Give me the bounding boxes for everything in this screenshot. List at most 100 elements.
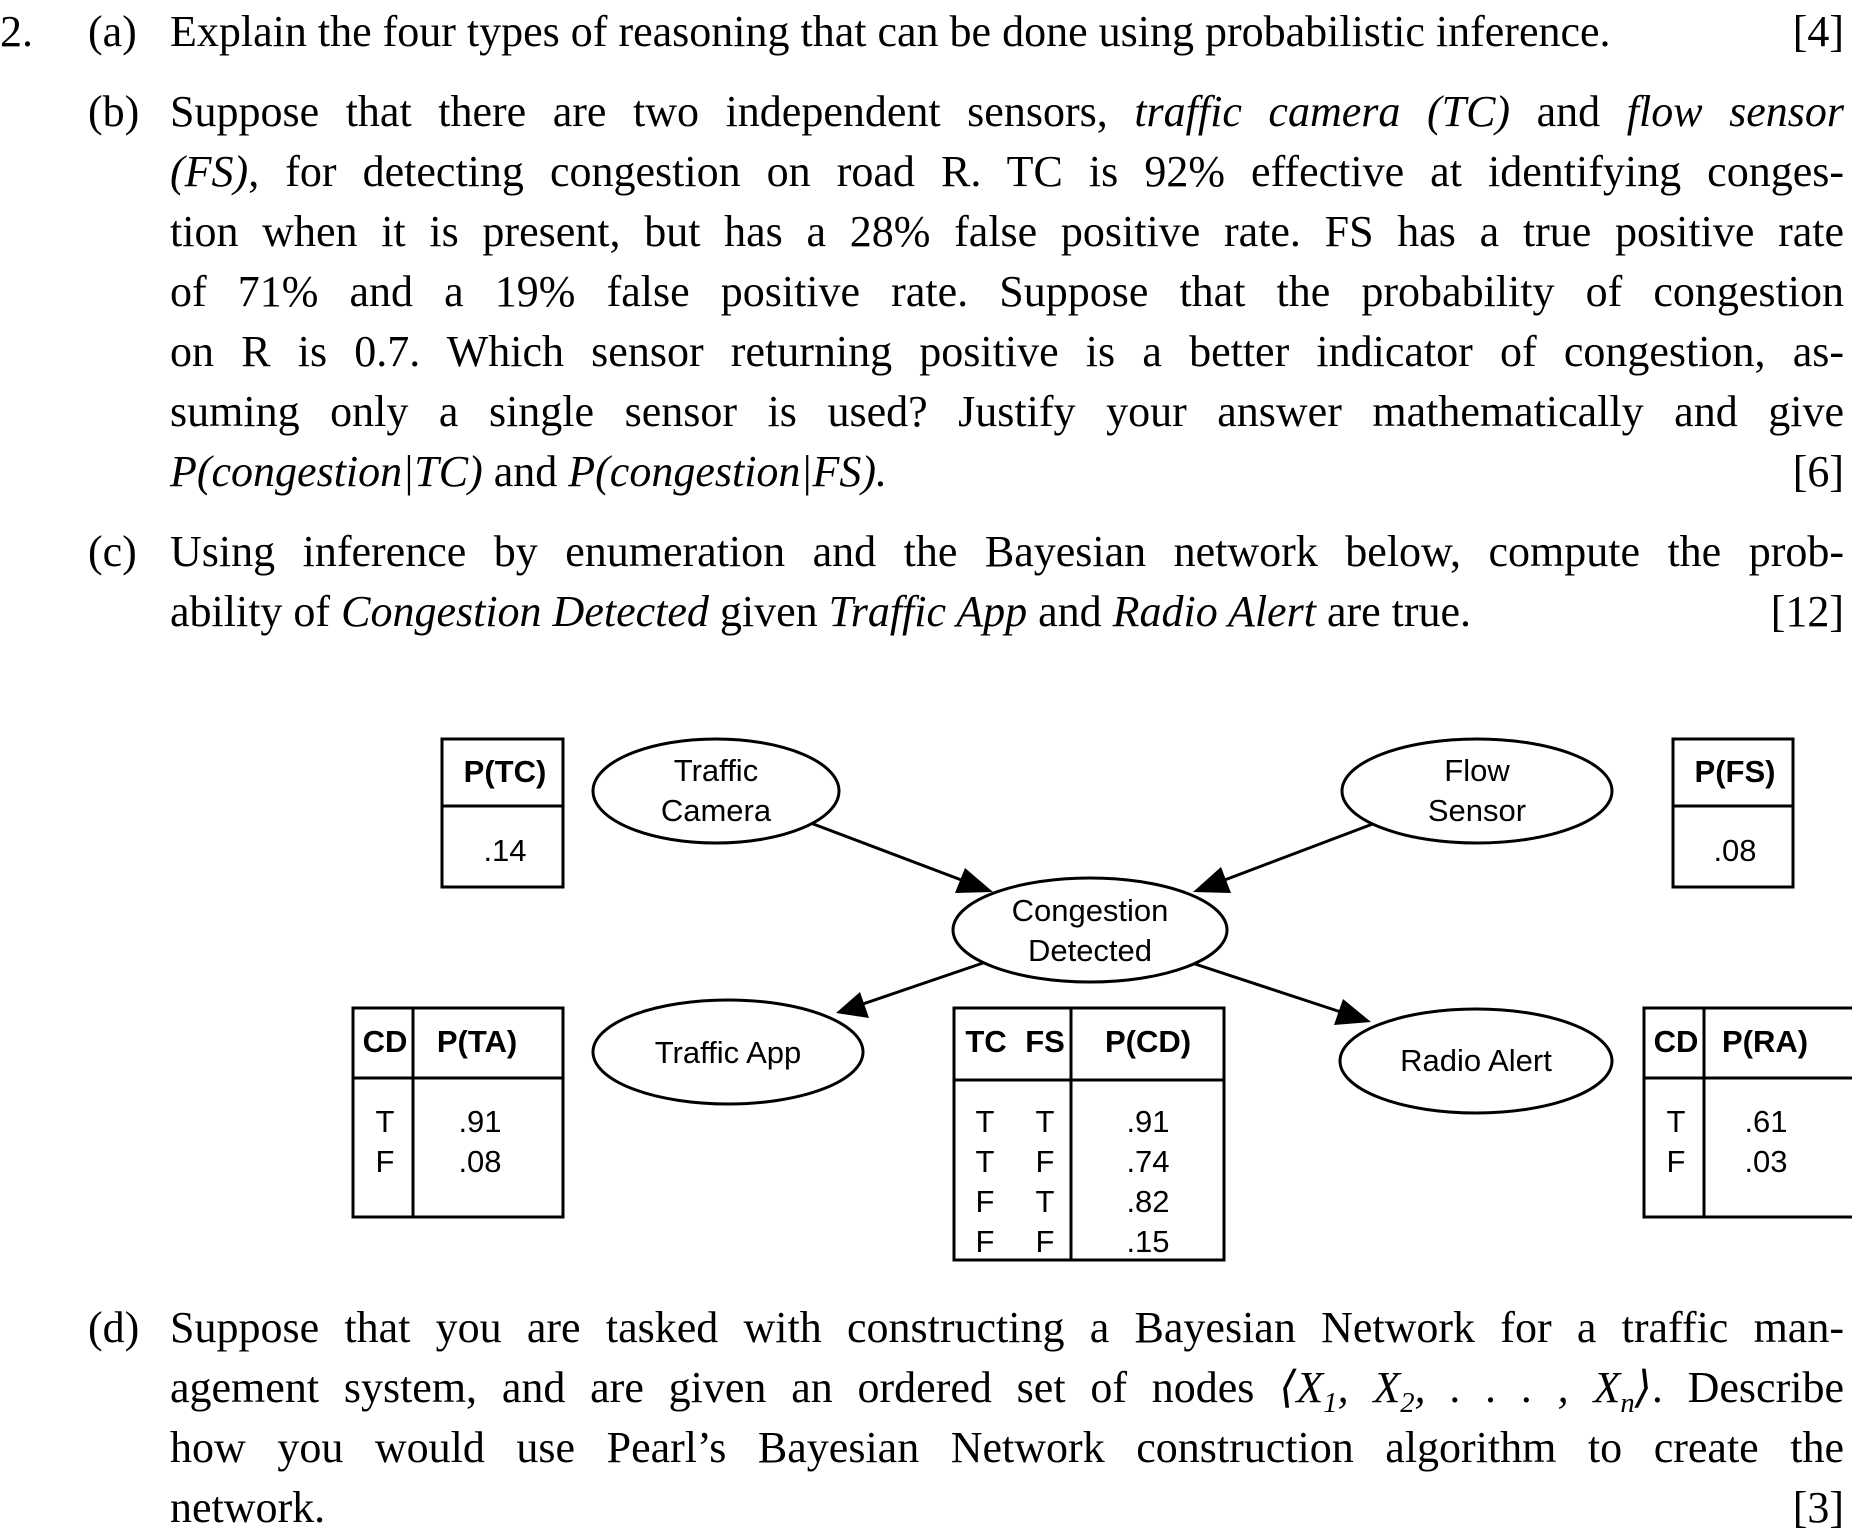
part-a-text: Explain the four types of reasoning that… bbox=[170, 7, 1611, 56]
node-radio-alert bbox=[1338, 1007, 1614, 1115]
table-p-fs-value: .08 bbox=[1713, 833, 1756, 868]
table-p-cd-row-2-fs: F bbox=[1036, 1144, 1055, 1179]
node-flow-sensor bbox=[1340, 737, 1614, 845]
part-c-and: and bbox=[1038, 587, 1102, 636]
part-b-line-1-pre: Suppose that there are two independent s… bbox=[170, 87, 1108, 136]
table-p-ra-header-p: P(RA) bbox=[1722, 1024, 1808, 1059]
table-p-ra-row-2-cd: F bbox=[1667, 1144, 1686, 1179]
part-d-line-2: agement system, and are given an ordered… bbox=[170, 1358, 1844, 1418]
node-congestion-detected-line-1: Congestion bbox=[1012, 893, 1169, 928]
table-p-cd-header-fs: FS bbox=[1025, 1024, 1065, 1059]
table-p-ra: CD P(RA) T .61 F .03 bbox=[1642, 1006, 1852, 1219]
table-p-ra-row-1-cd: T bbox=[1667, 1104, 1686, 1139]
part-a-label: (a) bbox=[88, 7, 137, 56]
node-traffic-camera bbox=[591, 737, 841, 845]
table-p-cd-row-3-tc: F bbox=[976, 1184, 995, 1219]
node-flow-sensor-line-1: Flow bbox=[1444, 753, 1510, 788]
part-b-tc-term: traffic camera (TC) bbox=[1134, 87, 1511, 136]
part-b-line-6: suming only a single sensor is used? Jus… bbox=[170, 387, 1844, 436]
part-b-line-7: P(congestion|TC) and P(congestion|FS). bbox=[170, 442, 1844, 502]
table-p-ta-header-cd: CD bbox=[363, 1024, 408, 1059]
part-d-marks: [3] bbox=[1792, 1483, 1844, 1532]
part-d-line-2-pre: agement system, and are given an ordered… bbox=[170, 1363, 1280, 1412]
node-radio-alert-label: Radio Alert bbox=[1400, 1043, 1552, 1078]
edge-cd-ra bbox=[1191, 961, 1351, 1017]
table-p-cd-row-1-tc: T bbox=[976, 1104, 995, 1139]
table-p-cd-row-1-fs: T bbox=[1036, 1104, 1055, 1139]
part-b-line-5: on R is 0.7. Which sensor returning posi… bbox=[170, 327, 1844, 376]
table-p-ta-row-2-cd: F bbox=[376, 1144, 395, 1179]
table-p-cd-row-3-fs: T bbox=[1036, 1184, 1055, 1219]
part-c-line-2: ability of Congestion Detected given Tra… bbox=[170, 582, 1844, 642]
table-p-ta: CD P(TA) T .91 F .08 bbox=[351, 1006, 565, 1219]
question-number: 2. bbox=[0, 7, 33, 56]
node-traffic-camera-line-1: Traffic bbox=[674, 753, 758, 788]
arrowhead-cd-ta bbox=[836, 992, 869, 1018]
table-p-tc-header: P(TC) bbox=[464, 754, 547, 789]
table-p-cd-header-p: P(CD) bbox=[1105, 1024, 1191, 1059]
table-p-cd-row-3-p: .82 bbox=[1126, 1184, 1169, 1219]
part-c-line-1: Using inference by enumeration and the B… bbox=[170, 527, 1844, 576]
part-d-line-2-post: . Describe bbox=[1651, 1363, 1844, 1412]
arrowhead-fs-cd bbox=[1193, 867, 1231, 893]
arrowhead-cd-ra bbox=[1334, 999, 1371, 1025]
arrowhead-tc-cd bbox=[955, 868, 993, 893]
table-p-ta-row-1-p: .91 bbox=[458, 1104, 501, 1139]
table-p-cd-row-2-p: .74 bbox=[1126, 1144, 1169, 1179]
table-p-ta-row-2-p: .08 bbox=[458, 1144, 501, 1179]
part-b-line-3: tion when it is present, but has a 28% f… bbox=[170, 207, 1844, 256]
part-b-marks: [6] bbox=[1792, 447, 1844, 496]
part-c-given: given bbox=[719, 587, 818, 636]
part-b-line-4: of 71% and a 19% false positive rate. Su… bbox=[170, 267, 1844, 316]
part-c-ta-term: Traffic App bbox=[828, 587, 1028, 636]
part-b-line-2-rest: , for detecting congestion on road R. TC… bbox=[248, 147, 1844, 196]
table-p-ra-row-2-p: .03 bbox=[1744, 1144, 1787, 1179]
table-p-fs: P(FS) .08 bbox=[1671, 737, 1795, 889]
bayesian-network-diagram: Traffic Camera Flow Sensor Congestion De… bbox=[351, 737, 1852, 1262]
part-c-post: are true. bbox=[1326, 587, 1472, 636]
table-p-fs-header: P(FS) bbox=[1695, 754, 1776, 789]
node-traffic-app bbox=[591, 998, 865, 1106]
part-d-label: (d) bbox=[88, 1303, 140, 1352]
edge-cd-ta bbox=[856, 961, 984, 1008]
part-b-line-1: Suppose that there are two independent s… bbox=[170, 82, 1844, 142]
table-p-ra-header-cd: CD bbox=[1654, 1024, 1699, 1059]
part-b-label: (b) bbox=[88, 87, 140, 136]
node-flow-sensor-line-2: Sensor bbox=[1428, 793, 1526, 828]
table-p-cd-row-4-fs: F bbox=[1036, 1224, 1055, 1259]
part-b-fs-term: flow sensor bbox=[1626, 87, 1845, 136]
table-p-cd-row-4-p: .15 bbox=[1126, 1224, 1169, 1259]
part-c-line-2-pre: ability of bbox=[170, 587, 331, 636]
ordered-node-set: ⟨X1, X2, . . . , Xn⟩ bbox=[1279, 1363, 1652, 1419]
table-p-cd: TC FS P(CD) T T .91 T F .74 F T .82 F F … bbox=[952, 1006, 1226, 1262]
part-d-line-1: Suppose that you are tasked with constru… bbox=[170, 1303, 1844, 1352]
part-d-line-3: how you would use Pearl’s Bayesian Netwo… bbox=[170, 1423, 1844, 1472]
table-p-cd-row-1-p: .91 bbox=[1126, 1104, 1169, 1139]
table-p-cd-row-2-tc: T bbox=[976, 1144, 995, 1179]
part-d-line-4: network. bbox=[170, 1483, 326, 1532]
formula-congestion-tc: P(congestion|TC) bbox=[170, 447, 483, 496]
table-p-cd-header-tc: TC bbox=[965, 1024, 1006, 1059]
table-p-cd-row-4-tc: F bbox=[976, 1224, 995, 1259]
node-congestion-detected bbox=[951, 876, 1229, 984]
table-p-ta-header-p: P(TA) bbox=[437, 1024, 517, 1059]
part-c-ra-term: Radio Alert bbox=[1112, 587, 1316, 636]
table-p-tc-value: .14 bbox=[483, 833, 526, 868]
part-c-cd-term: Congestion Detected bbox=[341, 587, 709, 636]
part-a-marks: [4] bbox=[1792, 7, 1844, 56]
formula-congestion-fs: P(congestion|FS). bbox=[568, 447, 888, 496]
edge-fs-cd bbox=[1213, 820, 1379, 886]
part-c-marks: [12] bbox=[1770, 587, 1844, 636]
part-b-line-2: (FS), for detecting congestion on road R… bbox=[170, 142, 1844, 202]
node-traffic-camera-line-2: Camera bbox=[661, 793, 772, 828]
node-congestion-detected-line-2: Detected bbox=[1028, 933, 1152, 968]
part-b-fs-abbrev: (FS) bbox=[170, 147, 249, 196]
table-p-ra-row-1-p: .61 bbox=[1744, 1104, 1787, 1139]
part-b-and: and bbox=[1536, 87, 1601, 136]
node-traffic-app-label: Traffic App bbox=[655, 1035, 801, 1070]
table-p-tc: P(TC) .14 bbox=[440, 737, 565, 889]
table-p-ta-row-1-cd: T bbox=[376, 1104, 395, 1139]
edge-tc-cd bbox=[807, 820, 973, 886]
part-c-label: (c) bbox=[88, 527, 137, 576]
part-b-line-7-and: and bbox=[493, 447, 558, 496]
